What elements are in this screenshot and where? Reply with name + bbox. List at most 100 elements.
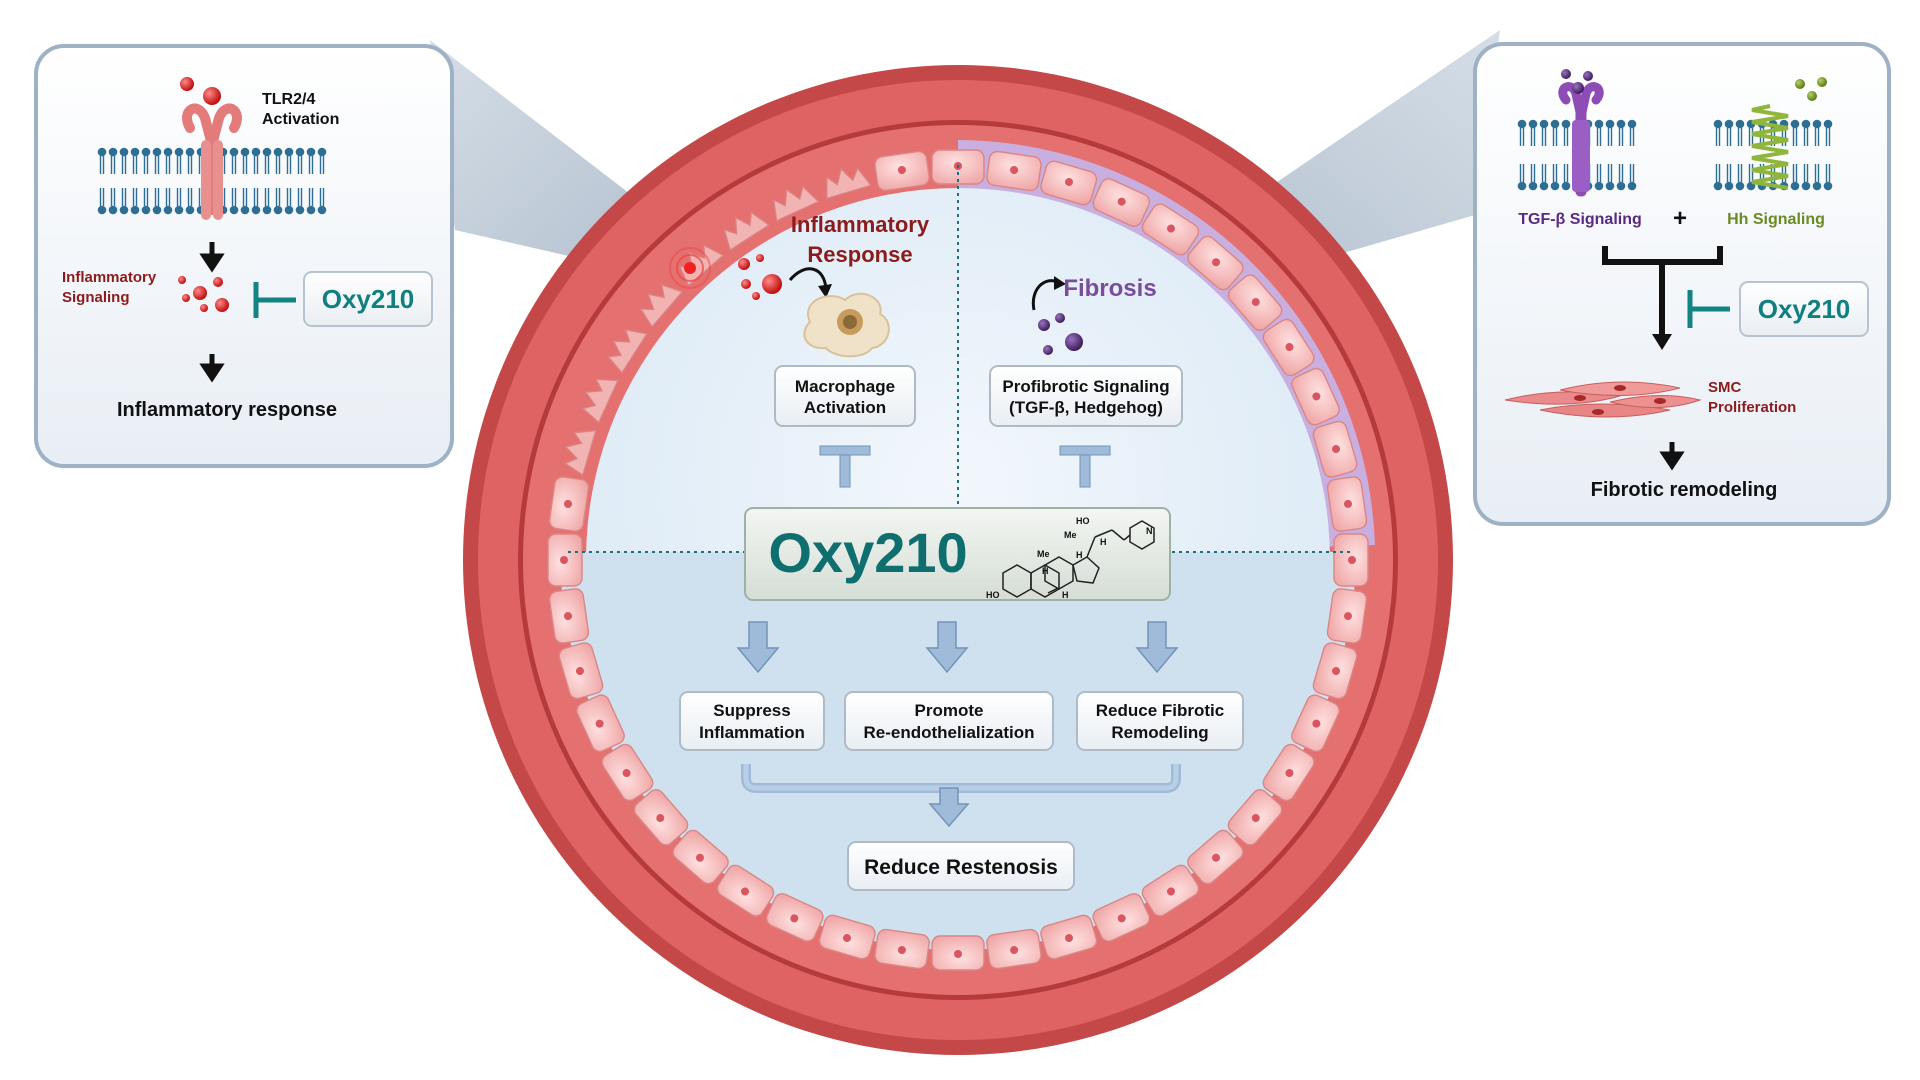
smc-label-line2: Proliferation	[1708, 399, 1796, 416]
chem-ho-bottom: HO	[986, 590, 1000, 600]
ligand-dot	[1583, 71, 1593, 81]
inflammatory-title-line2: Response	[807, 242, 912, 267]
merge-bracket	[1602, 246, 1723, 336]
chem-me-2: Me	[1064, 530, 1077, 540]
chem-h-1: H	[1100, 537, 1107, 547]
chem-h-4: H	[1062, 590, 1069, 600]
endothelial-cell	[1040, 914, 1098, 960]
tgf-receptor	[1558, 82, 1604, 197]
endothelial-cell	[818, 914, 876, 960]
endothelial-cell	[1141, 864, 1200, 917]
inhibit-t-icon	[1059, 445, 1111, 488]
arrow-down-blue-icon	[928, 787, 970, 828]
final-outcome: Reduce Restenosis	[864, 856, 1058, 879]
endothelial-cell	[931, 935, 985, 971]
fibrotic-ligand-dots	[1038, 313, 1083, 355]
tlr-label-line1: TLR2/4	[262, 91, 315, 108]
endothelial-cell	[1312, 420, 1358, 478]
endothelial-cell	[986, 150, 1042, 192]
endothelial-cell	[874, 928, 930, 970]
drug-label-right: Oxy210	[1758, 294, 1851, 324]
hh-label: Hh Signaling	[1727, 211, 1825, 228]
profibrotic-box-line1: Profibrotic Signaling	[1002, 377, 1169, 396]
drug-box-right	[1739, 281, 1869, 337]
inflammation-focus	[669, 247, 711, 289]
ligand-dot	[1807, 91, 1817, 101]
ligand-dot	[1572, 82, 1584, 94]
arrow-down-icon	[1659, 442, 1685, 471]
endothelial-cell	[1262, 743, 1315, 802]
chem-ho-top: HO	[1076, 516, 1090, 526]
endothelial-cell	[1092, 178, 1151, 227]
ligand-dot	[180, 77, 194, 91]
endothelial-cell	[548, 476, 590, 532]
chemical-structure	[1002, 520, 1155, 598]
macrophage-box-line1: Macrophage	[795, 377, 895, 396]
endothelial-cell	[986, 928, 1042, 970]
chem-me-1: Me	[1037, 549, 1050, 559]
profibrotic-box	[989, 365, 1183, 427]
signaling-label-line1: Inflammatory	[62, 269, 157, 286]
endothelial-cell	[1326, 588, 1368, 644]
tlr-receptor	[182, 103, 242, 220]
endothelial-cell	[1262, 318, 1315, 377]
effect-1-line2: Inflammation	[699, 723, 805, 742]
effect-box-3	[1076, 691, 1244, 751]
endothelial-cell	[1326, 476, 1368, 532]
endothelial-cell	[1227, 789, 1283, 846]
endothelial-cell	[607, 329, 648, 374]
center-content: Inflammatory Response Fibrosis Mac	[679, 212, 1244, 891]
effect-1-line1: Suppress	[713, 701, 790, 720]
endothelial-cell	[1040, 160, 1098, 206]
effect-box-1	[679, 691, 825, 751]
inhibit-icon	[253, 282, 296, 318]
endothelial-cell	[633, 789, 689, 846]
final-box	[847, 841, 1075, 891]
effect-box-2	[844, 691, 1054, 751]
endothelial-cell	[723, 211, 770, 251]
right-outcome: Fibrotic remodeling	[1591, 479, 1778, 501]
drug-label-left: Oxy210	[322, 284, 415, 314]
endothelial-cell	[1291, 367, 1340, 426]
endothelial-cell	[548, 588, 590, 644]
tlr-label-line2: Activation	[262, 111, 339, 128]
tgf-label: TGF-β Signaling	[1518, 211, 1642, 228]
chem-h-2: H	[1076, 550, 1083, 560]
chem-h-3: H	[1042, 566, 1049, 576]
arrow-down-icon	[199, 354, 225, 383]
endothelial-cell	[564, 430, 597, 476]
signaling-label-line2: Signaling	[62, 289, 130, 306]
endothelial-cell	[1312, 642, 1358, 700]
smc-cells	[1504, 381, 1702, 418]
ligand-dot	[1561, 69, 1571, 79]
fibrosis-title: Fibrosis	[1063, 275, 1156, 302]
endothelial-cell	[1092, 893, 1151, 942]
smc-label-line1: SMC	[1708, 379, 1742, 396]
macrophage-box	[774, 365, 916, 427]
cytokine-dots	[738, 254, 782, 300]
endothelial-cell	[1187, 829, 1244, 885]
inhibit-icon	[1687, 290, 1730, 328]
right-panel: TGF-β Signaling + Hh Signaling Oxy210 SM…	[1473, 42, 1891, 526]
hh-receptor	[1751, 104, 1789, 190]
endothelial-cell	[639, 283, 684, 328]
arrow-down-blue-icon	[925, 621, 969, 674]
plus-sign: +	[1673, 205, 1687, 232]
ligand-dot	[1817, 77, 1827, 87]
endothelial-cell	[1291, 694, 1340, 753]
macrophage-icon	[803, 292, 890, 358]
arrow-down-icon	[199, 242, 225, 273]
endothelial-cell	[773, 185, 820, 222]
signaling-dots-cluster	[178, 276, 229, 312]
endothelial-cell	[1187, 235, 1244, 291]
endothelial-cell	[672, 829, 729, 885]
endothelial-cell	[1227, 274, 1283, 331]
endothelial-cell	[547, 533, 583, 587]
ligand-dot	[203, 87, 221, 105]
effect-2-line2: Re-endothelialization	[864, 723, 1035, 742]
endothelial-cell	[558, 642, 604, 700]
left-outcome: Inflammatory response	[117, 399, 337, 421]
ligand-dot	[1795, 79, 1805, 89]
left-panel-frame	[34, 44, 454, 468]
